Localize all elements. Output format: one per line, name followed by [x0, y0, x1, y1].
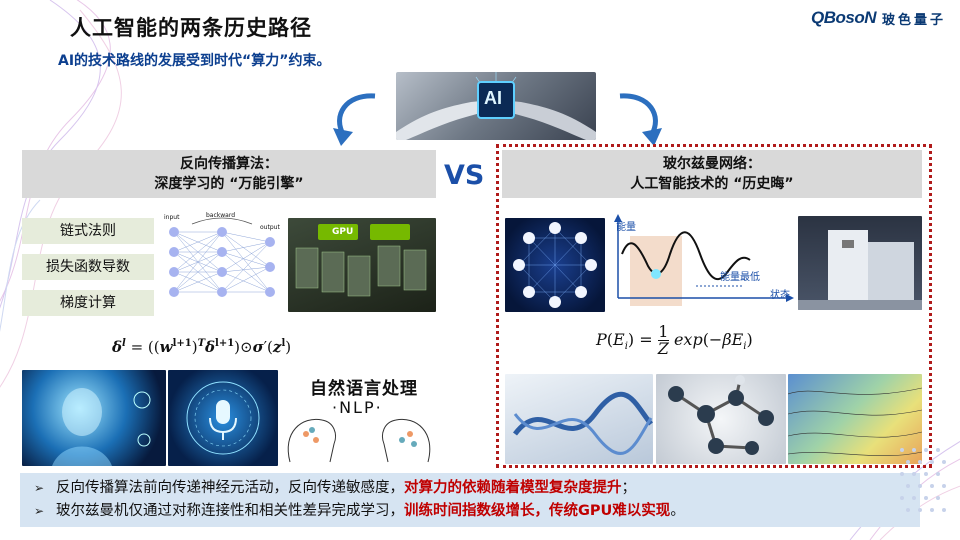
- tag-loss-derivative: 损失函数导数: [22, 254, 154, 280]
- energy-axis-label: 能量: [616, 222, 636, 233]
- state-axis-label: 状态: [770, 290, 790, 301]
- bullet-highlight: 训练时间指数级增长，传统GPU难以实现: [404, 503, 671, 519]
- nlp-title: 自然语言处理: [310, 379, 418, 399]
- min-energy-label: 能量最低: [720, 272, 760, 283]
- energy-curve-graphic: [614, 214, 794, 306]
- backprop-heading-line2: 深度学习的 “万能引擎”: [154, 176, 304, 192]
- ai-head-image: [22, 370, 166, 466]
- page-subtitle: AI的技术路线的发展受到时代“算力”约束。: [58, 53, 331, 69]
- microphone-icon: [186, 381, 260, 455]
- bullet-text: 反向传播算法前向传递神经元活动，反向传递敏感度，对算力的依赖随着模型复杂度提升；: [56, 480, 636, 496]
- logo-mark: QBosoN: [810, 8, 877, 27]
- summary-bullets: ➢ 反向传播算法前向传递神经元活动，反向传递敏感度，对算力的依赖随着模型复杂度提…: [20, 473, 920, 527]
- bullet-row-boltzmann: ➢ 玻尔兹曼机仅通过对称连接性和相关性差异完成学习，训练时间指数级增长，传统GP…: [34, 500, 906, 523]
- gpu-cluster-image: GPU: [288, 218, 436, 312]
- bullet-highlight: 对算力的依赖随着模型复杂度提升: [404, 480, 622, 496]
- tag-gradient: 梯度计算: [22, 290, 154, 316]
- quantum-computer-image: [798, 216, 922, 310]
- ai-chip-label: AI: [484, 88, 502, 108]
- right-curved-arrow-icon: [619, 93, 662, 146]
- nn-backward-label: backward: [206, 212, 236, 219]
- page-title: 人工智能的两条历史路径: [70, 16, 312, 40]
- arrow-bullet-icon: ➢: [34, 504, 45, 518]
- dna-image: [505, 374, 653, 464]
- energy-landscape-diagram: 能量 能量最低 状态: [610, 214, 796, 308]
- decorative-dots: [900, 448, 946, 512]
- tag-chain-rule: 链式法则: [22, 218, 154, 244]
- arrow-bullet-icon: ➢: [34, 481, 45, 495]
- logo-text: 玻色量子: [881, 12, 946, 28]
- boltzmann-heading-line2: 人工智能技术的 “历史晦”: [630, 176, 794, 192]
- gpu-label: GPU: [332, 227, 354, 237]
- nn-output-label: output: [260, 224, 280, 231]
- ai-head-graphic: [52, 388, 151, 466]
- dna-helix-graphic: [513, 391, 653, 455]
- quantum-machine-graphic: [798, 230, 922, 310]
- boltzmann-heading-line1: 玻尔兹曼网络：: [663, 156, 761, 172]
- boltzmann-network-image: [505, 218, 605, 312]
- molecule-graphic: [668, 375, 774, 455]
- vs-label: VS: [444, 160, 485, 191]
- left-curved-arrow-icon: [333, 93, 376, 146]
- molecule-image: [656, 374, 786, 464]
- brain-heads-icon: [287, 418, 431, 463]
- backprop-formula: δl = ((wl+1)Tδl+1)⊙σ′(zl): [112, 338, 292, 356]
- bullet-text: 玻尔兹曼机仅通过对称连接性和相关性差异完成学习，训练时间指数级增长，传统GPU难…: [56, 503, 685, 519]
- company-logo: QBosoN 玻色量子: [811, 8, 946, 28]
- isobar-lines-graphic: [788, 387, 922, 456]
- nlp-illustration: 自然语言处理 ·NLP·: [282, 372, 436, 468]
- nn-input-label: input: [164, 214, 180, 221]
- robot-hand-chip-image: [396, 72, 596, 140]
- network-graph-graphic: [513, 222, 597, 308]
- boltzmann-dotted-frame: [496, 144, 932, 468]
- hero-ai-image: AI: [396, 72, 596, 140]
- backprop-heading: 反向传播算法： 深度学习的 “万能引擎”: [22, 150, 436, 198]
- boltzmann-heading: 玻尔兹曼网络： 人工智能技术的 “历史晦”: [502, 150, 922, 198]
- weather-map-image: [788, 374, 922, 464]
- voice-mic-image: [168, 370, 278, 466]
- bullet-row-backprop: ➢ 反向传播算法前向传递神经元活动，反向传递敏感度，对算力的依赖随着模型复杂度提…: [34, 477, 906, 500]
- nlp-subtitle: ·NLP·: [332, 398, 383, 417]
- gpu-racks-graphic: [295, 224, 427, 297]
- backprop-heading-line1: 反向传播算法：: [180, 156, 278, 172]
- neural-network-diagram: [169, 217, 275, 297]
